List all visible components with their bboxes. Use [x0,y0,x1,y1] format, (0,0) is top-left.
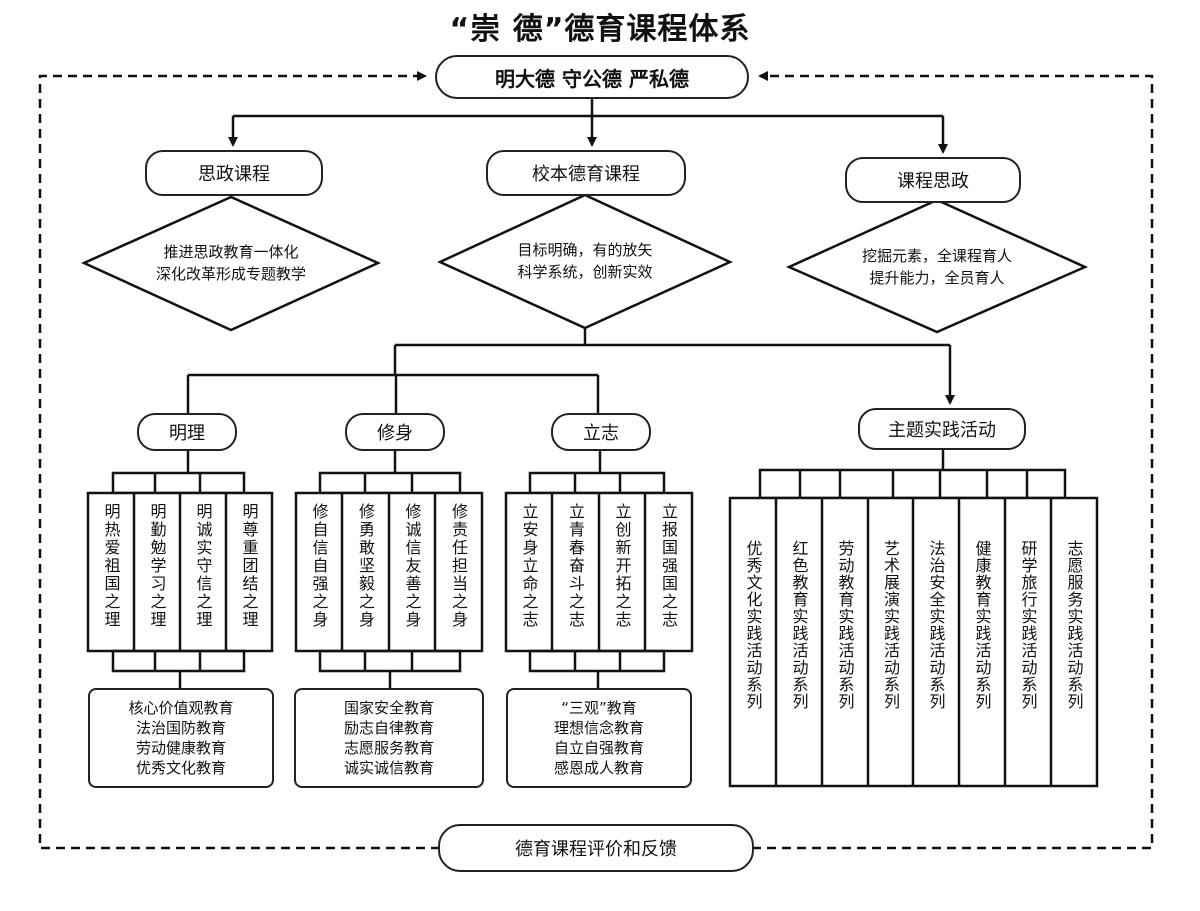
practice-item: 研学旅行实践活动系列 [1005,540,1051,710]
vertical-item: 立创新开拓之志 [599,503,645,629]
practice-item-text: 研学旅行实践活动系列 [1018,540,1038,710]
page-title: “崇 德”德育课程体系 [449,12,751,47]
practice-item: 劳动教育实践活动系列 [822,540,868,710]
goal-node: 明大德 守公德 严私德 [435,55,749,99]
vertical-item-text: 明尊重团结之理 [239,503,259,629]
education-box-mingli: 核心价值观教育法治国防教育 劳动健康教育优秀文化教育 [88,688,274,788]
vertical-item-text: 明勤勉学习之理 [147,503,167,629]
practice-item-text: 健康教育实践活动系列 [972,540,992,710]
diamond-text-right: 挖掘元素，全课程育人提升能力，全员育人 [861,247,1012,287]
vertical-item: 修自信自强之身 [296,503,342,629]
vertical-item: 明尊重团结之理 [226,503,272,629]
feedback-loop-right [752,71,1154,850]
practice-item: 优秀文化实践活动系列 [730,540,776,710]
diamond-text-center: 目标明确，有的放矢科学系统，创新实效 [517,241,653,281]
education-box-xiushen: 国家安全教育励志自律教育 志愿服务教育诚实诚信教育 [294,688,484,788]
vertical-item-text: 立安身立命之志 [519,503,539,629]
vertical-item: 修责任担当之身 [435,503,482,629]
practice-item-text: 艺术展演实践活动系列 [881,540,900,710]
branch-node-ideology-courses: 思政课程 [145,150,323,196]
vertical-item-text: 明热爱祖国之理 [101,503,121,629]
feedback-loop-left [38,71,440,850]
vertical-item: 立青春奋斗之志 [552,503,599,629]
feedback-node: 德育课程评价和反馈 [438,824,754,872]
vertical-item: 明热爱祖国之理 [88,503,134,629]
education-box-lizhi: “三观”教育理想信念教育 自立自强教育感恩成人教育 [506,688,692,788]
vertical-item-text: 修诚信友善之身 [402,503,422,629]
vertical-item-text: 修责任担当之身 [449,503,468,629]
practice-item-text: 志愿服务实践活动系列 [1064,540,1084,710]
category-node-mingli: 明理 [137,413,237,451]
vertical-item: 修诚信友善之身 [389,503,435,629]
practice-item-text: 劳动教育实践活动系列 [835,540,855,710]
category-node-lizhi: 立志 [551,413,651,451]
practice-node: 主题实践活动 [858,408,1026,450]
vertical-item-text: 立创新开拓之志 [612,503,632,629]
branch-node-school-moral-courses: 校本德育课程 [486,150,686,196]
practice-item-text: 优秀文化实践活动系列 [743,540,763,710]
vertical-item-text: 修自信自强之身 [309,503,329,629]
vertical-item: 立报国强国之志 [645,503,692,629]
diamond-left [80,195,382,332]
diamond-right [785,198,1089,334]
vertical-item-text: 明诚实守信之理 [193,503,213,629]
vertical-item: 修勇敢坚毅之身 [342,503,389,629]
practice-item: 红色教育实践活动系列 [776,540,822,710]
practice-item: 志愿服务实践活动系列 [1051,540,1097,710]
practice-item-text: 红色教育实践活动系列 [789,540,809,710]
practice-item: 艺术展演实践活动系列 [868,540,913,710]
vertical-item-text: 修勇敢坚毅之身 [356,503,375,629]
branch-node-course-ideology: 课程思政 [845,157,1021,203]
practice-item: 法治安全实践活动系列 [913,540,959,710]
category-node-xiushen: 修身 [345,413,445,451]
diamond-text-left: 推进思政教育一体化深化改革形成专题教学 [155,243,306,283]
practice-item-text: 法治安全实践活动系列 [926,540,946,710]
vertical-item-text: 立报国强国之志 [659,503,678,629]
vertical-item: 立安身立命之志 [506,503,552,629]
vertical-item: 明诚实守信之理 [180,503,226,629]
practice-item: 健康教育实践活动系列 [959,540,1005,710]
vertical-item-text: 立青春奋斗之志 [566,503,585,629]
vertical-item: 明勤勉学习之理 [134,503,180,629]
